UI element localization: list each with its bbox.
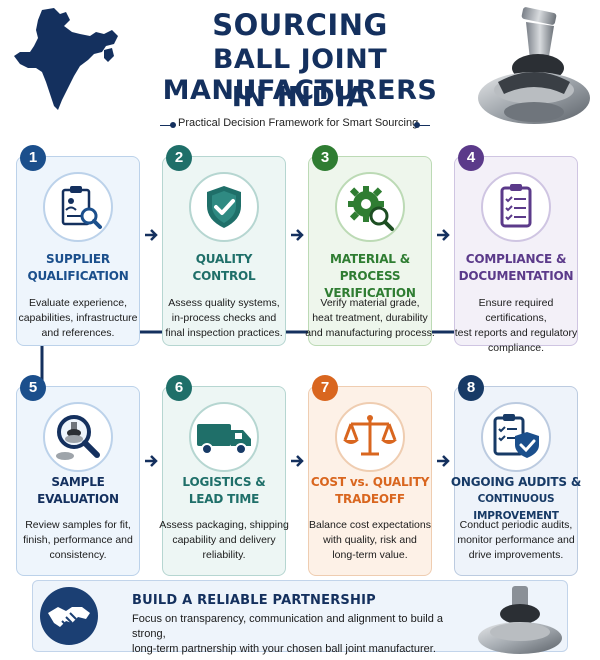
step-title-2: QUALITY CONTROL (152, 251, 296, 285)
step-number-badge: 8 (458, 375, 484, 401)
arrow-right-icon (437, 229, 450, 241)
step-desc-line: drive improvements. (468, 549, 564, 561)
step-desc-line: and references. (41, 327, 115, 339)
step-title-1: SUPPLIER QUALIFICATION (6, 251, 150, 285)
step-desc-line: long-term value. (332, 549, 408, 561)
step-number-badge: 2 (166, 145, 192, 171)
step-title-line: COST vs. QUALITY (310, 475, 430, 489)
step-title-line: CONTROL (192, 269, 256, 283)
step-desc-line: monitor performance and (457, 534, 575, 546)
step-title-line: CONTINUOUS IMPROVEMENT (473, 493, 559, 522)
step-title-line: SUPPLIER (46, 252, 110, 266)
step-desc-line: finish, performance and (23, 534, 133, 546)
step-desc-line: Assess quality systems, (168, 297, 280, 309)
step-desc-line: consistency. (49, 549, 107, 561)
arrow-right-icon (291, 229, 304, 241)
step-desc-line: test reports and regulatory (454, 327, 578, 339)
india-map-icon (14, 8, 118, 110)
step-number-badge: 4 (458, 145, 484, 171)
step-title-line: VERIFICATION (324, 286, 416, 300)
handshake-icon (40, 587, 98, 645)
step-title-4: COMPLIANCE & DOCUMENTATION (444, 251, 588, 285)
step-title-line: QUALITY (195, 252, 253, 266)
step-title-line: LEAD TIME (188, 492, 260, 506)
step-desc-line: capabilities, infrastructure (18, 312, 138, 324)
step-desc-line: and manufacturing process. (305, 327, 435, 339)
subtitle: Practical Decision Framework for Smart S… (160, 117, 430, 133)
ball-joint-image (478, 7, 590, 124)
gear-search-icon (335, 172, 405, 242)
step-title-line: COMPLIANCE & (465, 252, 567, 266)
step-desc-line: Verify material grade, (320, 297, 420, 309)
step-title-line: MATERIAL & PROCESS (330, 252, 410, 283)
step-desc-line: Ensure required certifications, (478, 297, 554, 324)
subtitle-rule-right (418, 125, 430, 126)
audit-shield-icon (481, 402, 551, 472)
step-title-line: EVALUATION (37, 492, 119, 506)
subtitle-rule-left (160, 125, 172, 126)
arrow-right-icon (291, 455, 304, 467)
step-title-line: SAMPLE (51, 475, 105, 489)
step-number-badge: 3 (312, 145, 338, 171)
truck-icon (189, 402, 259, 472)
step-desc-line: with quality, risk and (323, 534, 417, 546)
step-desc-line: Review samples for fit, (25, 519, 131, 531)
step-title-line: TRADEOFF (335, 492, 405, 506)
step-title-3: MATERIAL & PROCESS VERIFICATION (298, 251, 442, 302)
step-title-line: QUALIFICATION (27, 269, 129, 283)
step-desc-1: Evaluate experience, capabilities, infra… (10, 296, 146, 341)
step-desc-8: Conduct periodic audits, monitor perform… (448, 518, 584, 563)
step-desc-line: heat treatment, durability (312, 312, 428, 324)
subtitle-dot-left (170, 122, 176, 128)
step-desc-line: Assess packaging, shipping (159, 519, 289, 531)
arrow-right-icon (437, 455, 450, 467)
subtitle-dot-right (414, 122, 420, 128)
page-title-line2: BALL JOINT MANUFACTURERS (162, 44, 438, 106)
checklist-icon (481, 172, 551, 242)
step-desc-line: compliance. (487, 342, 545, 354)
step-desc-5: Review samples for fit, finish, performa… (10, 518, 146, 563)
step-number-badge: 7 (312, 375, 338, 401)
arrow-right-icon (145, 229, 158, 241)
step-title-7: COST vs. QUALITY TRADEOFF (298, 474, 442, 508)
subtitle-text: Practical Decision Framework for Smart S… (178, 117, 419, 129)
ball-joint-image (478, 586, 562, 654)
page-title-line3: IN INDIA (231, 80, 369, 113)
arrow-right-icon (145, 455, 158, 467)
step-title-line: DOCUMENTATION (458, 269, 574, 283)
banner-desc-line: Focus on transparency, communication and… (132, 613, 444, 640)
clipboard-search-icon (43, 172, 113, 242)
step-title-6: LOGISTICS & LEAD TIME (152, 474, 296, 508)
shield-check-icon (189, 172, 259, 242)
step-number-badge: 5 (20, 375, 46, 401)
step-title-line: ONGOING AUDITS & (450, 475, 582, 489)
step-title-line: LOGISTICS & (182, 475, 266, 489)
step-desc-line: capability and delivery (172, 534, 276, 546)
step-desc-4: Ensure required certifications, test rep… (448, 296, 584, 356)
step-number-badge: 6 (166, 375, 192, 401)
step-desc-line: in-process checks and (171, 312, 277, 324)
banner-desc: Focus on transparency, communication and… (132, 612, 452, 657)
magnify-part-icon (43, 402, 113, 472)
step-desc-7: Balance cost expectations with quality, … (302, 518, 438, 563)
step-desc-line: final inspection practices. (165, 327, 283, 339)
step-desc-line: Evaluate experience, (28, 297, 128, 309)
step-title-5: SAMPLE EVALUATION (6, 474, 150, 508)
banner-desc-line: long-term partnership with your chosen b… (132, 643, 436, 655)
step-title-8: ONGOING AUDITS & CONTINUOUS IMPROVEMENT (444, 474, 588, 525)
step-desc-3: Verify material grade, heat treatment, d… (302, 296, 438, 341)
step-desc-line: Balance cost expectations (309, 519, 431, 531)
step-desc-line: reliability. (202, 549, 246, 561)
step-number-badge: 1 (20, 145, 46, 171)
scale-icon (335, 402, 405, 472)
step-desc-2: Assess quality systems, in-process check… (156, 296, 292, 341)
page-title-line1: SOURCING (212, 8, 388, 42)
step-desc-line: Conduct periodic audits, (459, 519, 573, 531)
step-desc-6: Assess packaging, shipping capability an… (156, 518, 292, 563)
banner-title: BUILD A RELIABLE PARTNERSHIP (132, 593, 376, 608)
